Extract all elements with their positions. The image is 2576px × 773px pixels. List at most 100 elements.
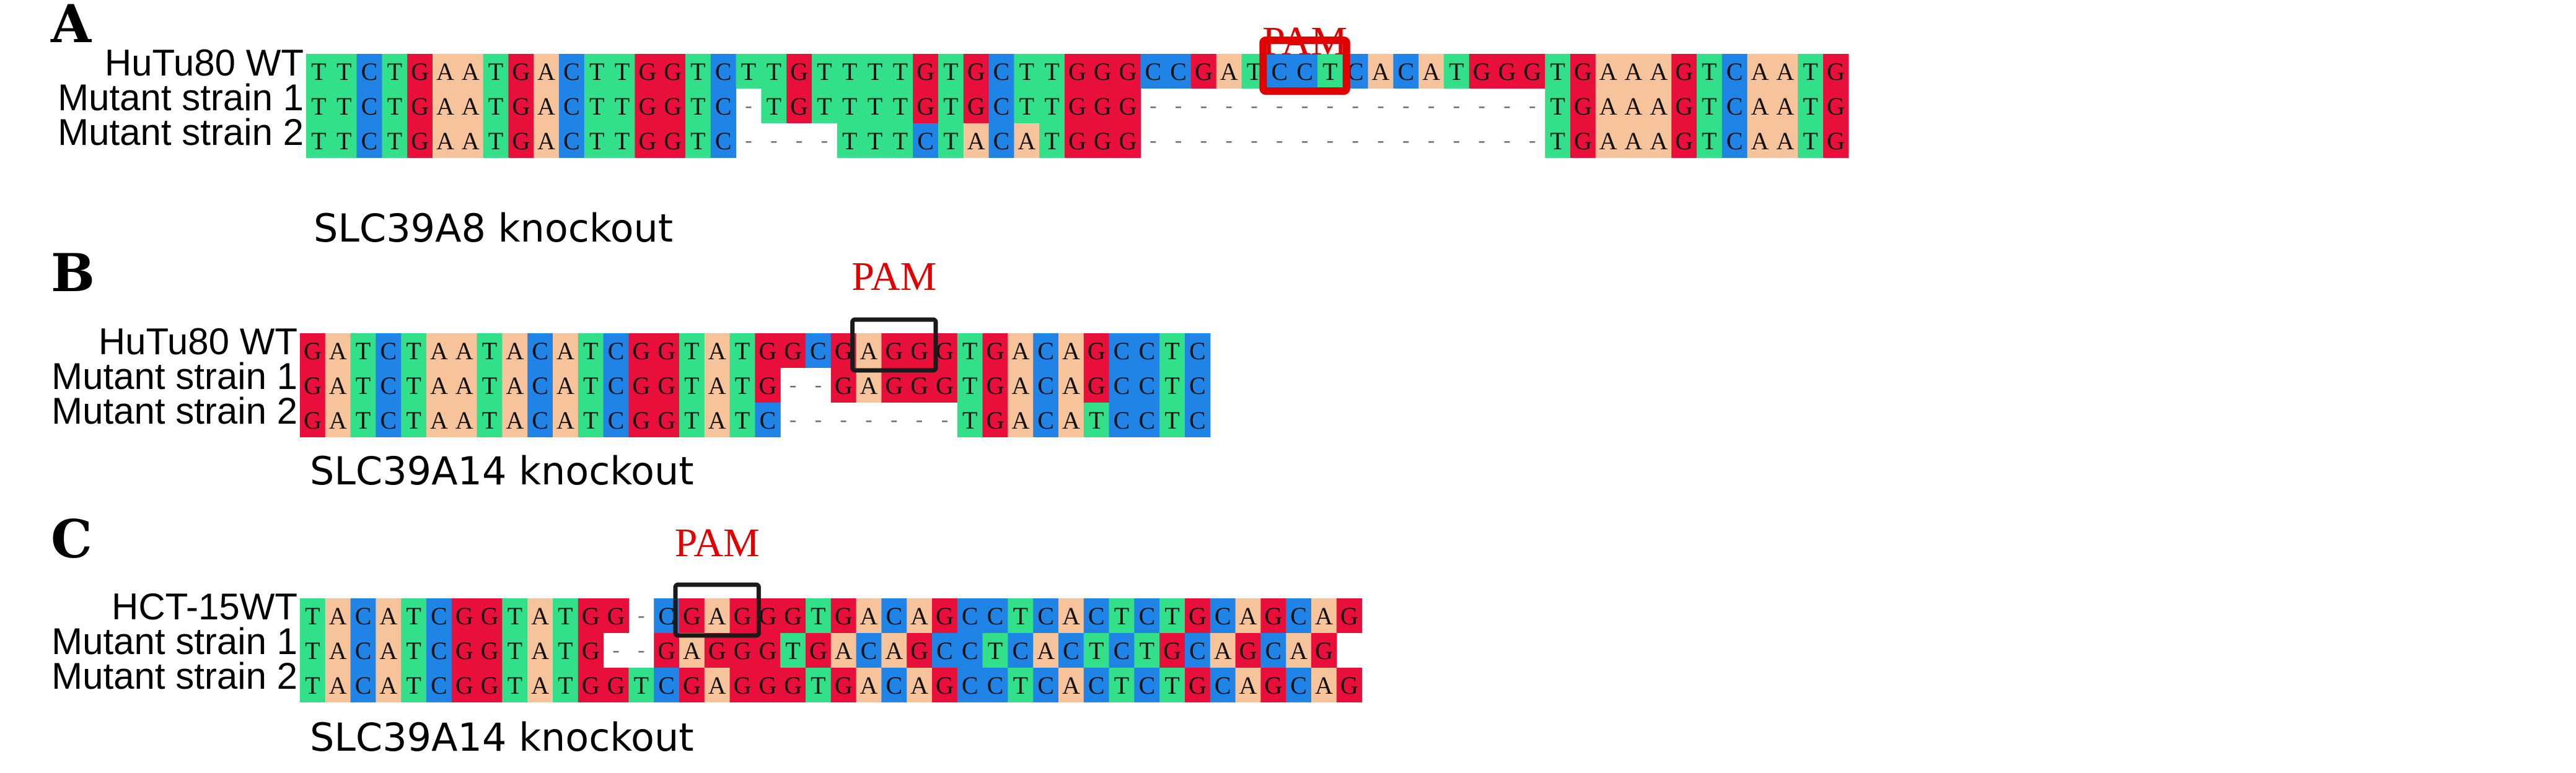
base-letter: T [735, 406, 750, 434]
base-letter: C [1114, 337, 1130, 365]
base-cell [477, 368, 503, 403]
base-cell [710, 54, 737, 89]
base-letter: A [860, 372, 878, 400]
row-label-c-2: Mutant strain 1 [51, 621, 297, 662]
base-cell [1595, 54, 1622, 89]
base-letter: G [683, 671, 701, 699]
base-letter: A [556, 406, 574, 434]
base-cell [603, 668, 629, 702]
base-letter: A [860, 602, 878, 630]
base-cell [654, 403, 680, 437]
base-letter: C [1037, 602, 1054, 630]
base-letter: G [910, 337, 928, 365]
base-letter: C [1138, 602, 1155, 630]
base-letter: G [1264, 671, 1282, 699]
base-cell [553, 368, 579, 403]
base-letter: T [482, 406, 497, 434]
base-letter: T [356, 372, 371, 400]
base-cell [1134, 403, 1160, 437]
base-cell [1115, 89, 1141, 123]
base-cell [502, 633, 528, 668]
base-cell [1033, 333, 1059, 368]
base-cell [300, 368, 326, 403]
base-cell [982, 633, 1008, 668]
base-cell [1823, 54, 1849, 89]
gap-dash: - [1453, 129, 1460, 152]
base-letter: G [638, 58, 656, 85]
gap-dash: - [1200, 94, 1207, 117]
base-letter: T [583, 337, 598, 365]
base-cell [830, 368, 857, 403]
base-letter: G [1189, 671, 1207, 699]
base-cell [654, 368, 680, 403]
base-letter: T [488, 58, 503, 85]
base-cell [957, 368, 983, 403]
base-cell [729, 668, 755, 702]
base-letter: G [758, 671, 776, 699]
base-letter: G [835, 372, 853, 400]
base-cell [913, 54, 939, 89]
base-cell [881, 368, 907, 403]
gap-dash: - [745, 94, 752, 117]
gap-dash: - [638, 639, 644, 662]
base-letter: A [1239, 671, 1257, 699]
base-letter: G [734, 637, 752, 665]
base-cell [837, 89, 863, 123]
panel-label-a: A [50, 0, 92, 55]
base-cell [1109, 633, 1135, 668]
gap-dash: - [1175, 94, 1182, 117]
base-letter: G [512, 127, 530, 155]
gap-dash: - [1503, 129, 1510, 152]
base-letter: G [1068, 92, 1086, 120]
base-cell [508, 89, 534, 123]
base-letter: T [558, 671, 573, 699]
base-letter: G [1675, 58, 1693, 85]
base-cell [761, 54, 787, 89]
base-letter: A [860, 337, 878, 365]
base-cell [401, 598, 427, 633]
base-cell [1134, 668, 1160, 702]
base-letter: G [683, 602, 701, 630]
base-cell [729, 403, 755, 437]
base-cell [1185, 598, 1211, 633]
base-cell [1292, 54, 1318, 89]
base-letter: A [329, 671, 347, 699]
base-letter: G [632, 337, 650, 365]
gap-dash: - [821, 129, 828, 152]
pam-label-b: PAM [851, 254, 936, 299]
base-letter: A [462, 58, 480, 85]
base-cell [559, 123, 585, 158]
base-cell [1311, 633, 1337, 668]
base-letter: G [835, 602, 853, 630]
base-letter: T [305, 637, 320, 665]
base-cell [1008, 598, 1034, 633]
base-letter: A [531, 602, 549, 630]
base-letter: G [582, 637, 600, 665]
base-letter: T [1803, 58, 1818, 85]
base-letter: C [1726, 127, 1743, 155]
base-cell [1772, 89, 1798, 123]
base-letter: G [512, 58, 530, 85]
base-letter: G [1574, 92, 1592, 120]
base-letter: C [1290, 602, 1307, 630]
panel-label-c: C [51, 509, 92, 570]
base-letter: A [1650, 127, 1668, 155]
base-cell [628, 333, 654, 368]
base-letter: A [430, 337, 448, 365]
gap-dash: - [916, 408, 923, 431]
gap-dash: - [1352, 129, 1359, 152]
base-letter: T [690, 92, 705, 120]
base-letter: G [1094, 92, 1112, 120]
base-letter: G [638, 127, 656, 155]
base-letter: G [304, 406, 322, 434]
base-letter: G [1068, 127, 1086, 155]
gap-dash: - [1377, 94, 1384, 117]
base-cell [401, 368, 427, 403]
pam-label-c: PAM [675, 520, 760, 566]
gap-dash: - [1175, 129, 1182, 152]
base-cell [862, 54, 888, 89]
base-cell [938, 54, 964, 89]
base-letter: T [558, 637, 573, 665]
base-letter: C [361, 92, 378, 120]
base-letter: A [1650, 92, 1668, 120]
